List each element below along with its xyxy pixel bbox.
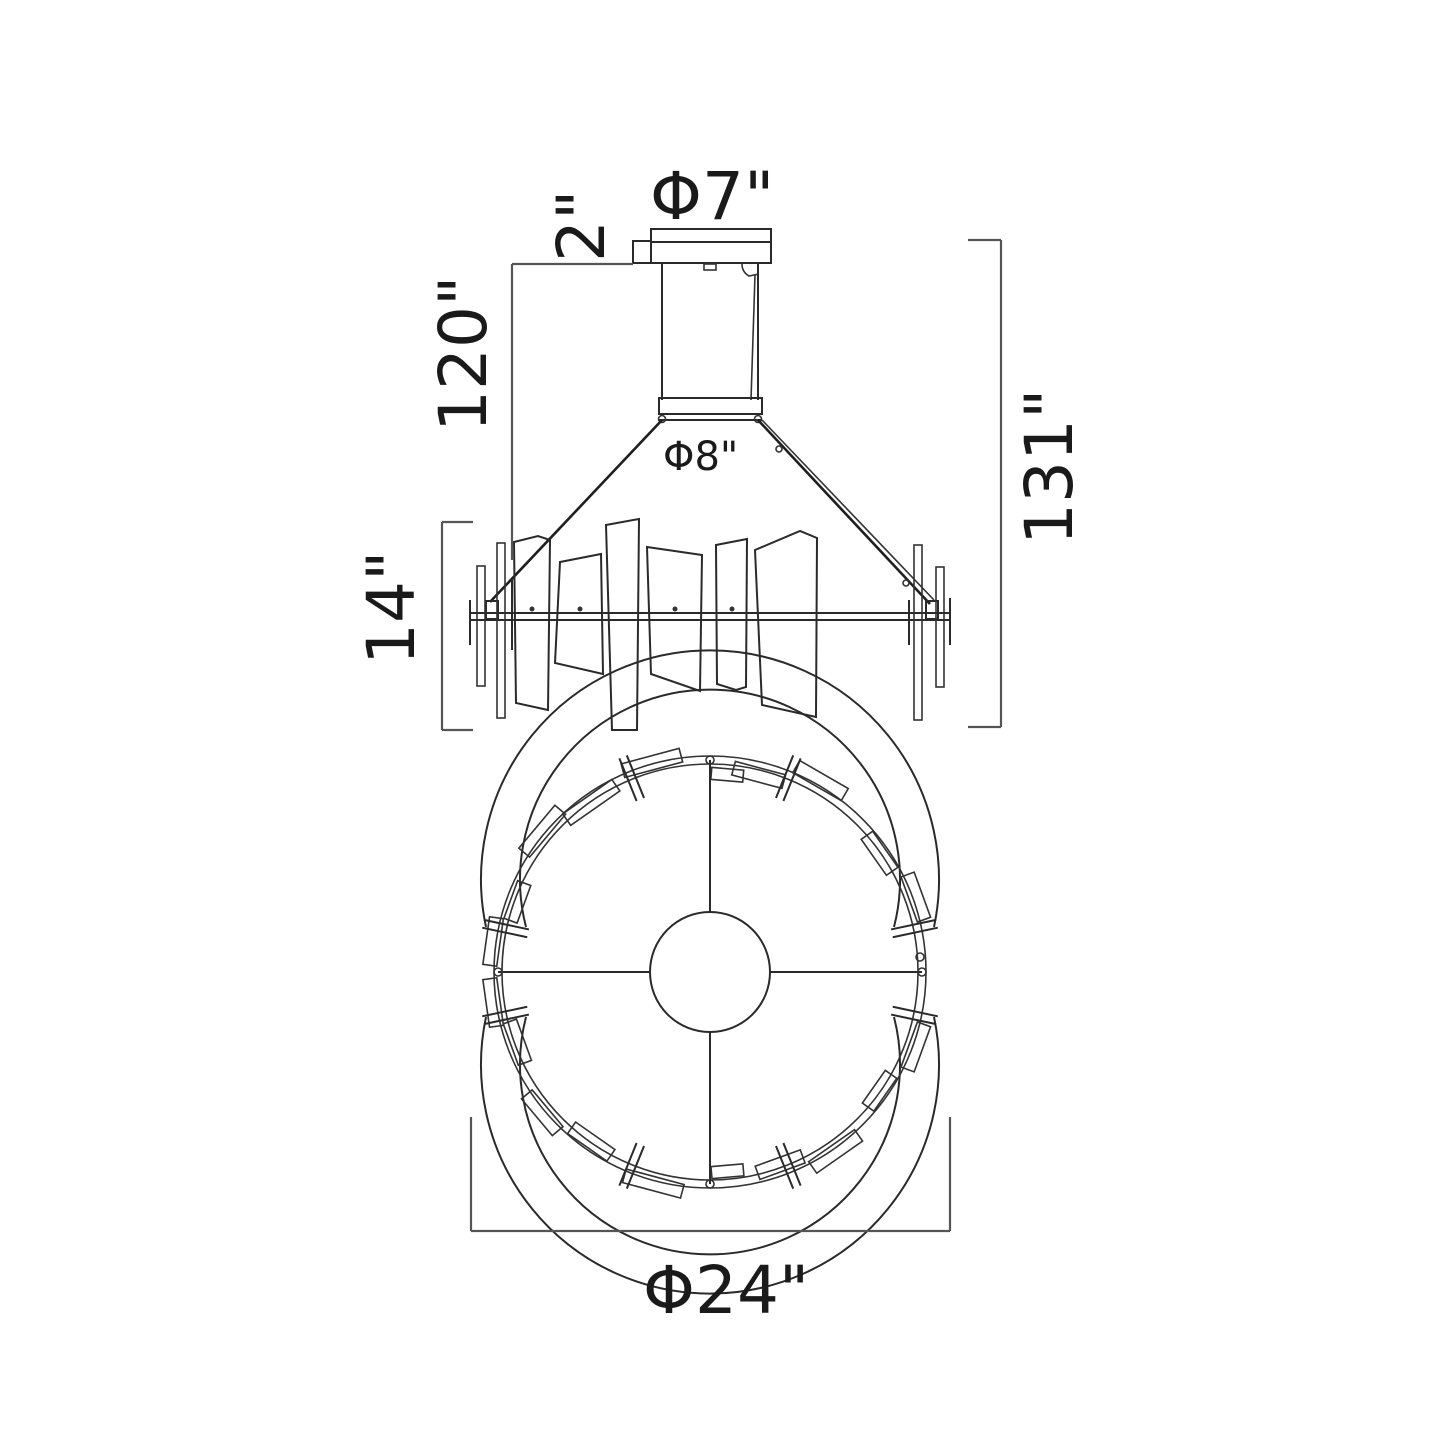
label-canopy-height: 2" — [543, 190, 620, 262]
dimension-overall-height — [968, 238, 1003, 729]
label-cable-length: 120" — [425, 276, 502, 432]
ring-bar — [470, 600, 950, 621]
side-view: Φ7" 2" 120" Φ8" 131" 14" — [353, 158, 1088, 732]
top-view — [480, 649, 940, 1295]
ring-joints — [482, 755, 938, 1189]
hub-and-spokes — [493, 755, 927, 1189]
label-overall-height: 131" — [1011, 389, 1088, 545]
stem — [657, 263, 763, 424]
left-end-crystals — [469, 542, 513, 719]
dimension-fixture-diameter — [469, 1117, 952, 1233]
right-end-crystals — [908, 544, 951, 721]
label-fixture-diameter: Φ24" — [643, 1252, 809, 1329]
dimension-body-height — [440, 520, 473, 732]
suspension-cables — [489, 419, 935, 605]
label-canopy-diameter: Φ7" — [650, 158, 774, 235]
crystal-panels — [512, 517, 819, 731]
dimension-cable-length — [510, 262, 633, 560]
label-fixture-top-diameter: Φ8" — [663, 434, 738, 480]
label-body-height: 14" — [353, 551, 430, 665]
ring-panels — [481, 747, 932, 1200]
canopy — [632, 228, 772, 277]
